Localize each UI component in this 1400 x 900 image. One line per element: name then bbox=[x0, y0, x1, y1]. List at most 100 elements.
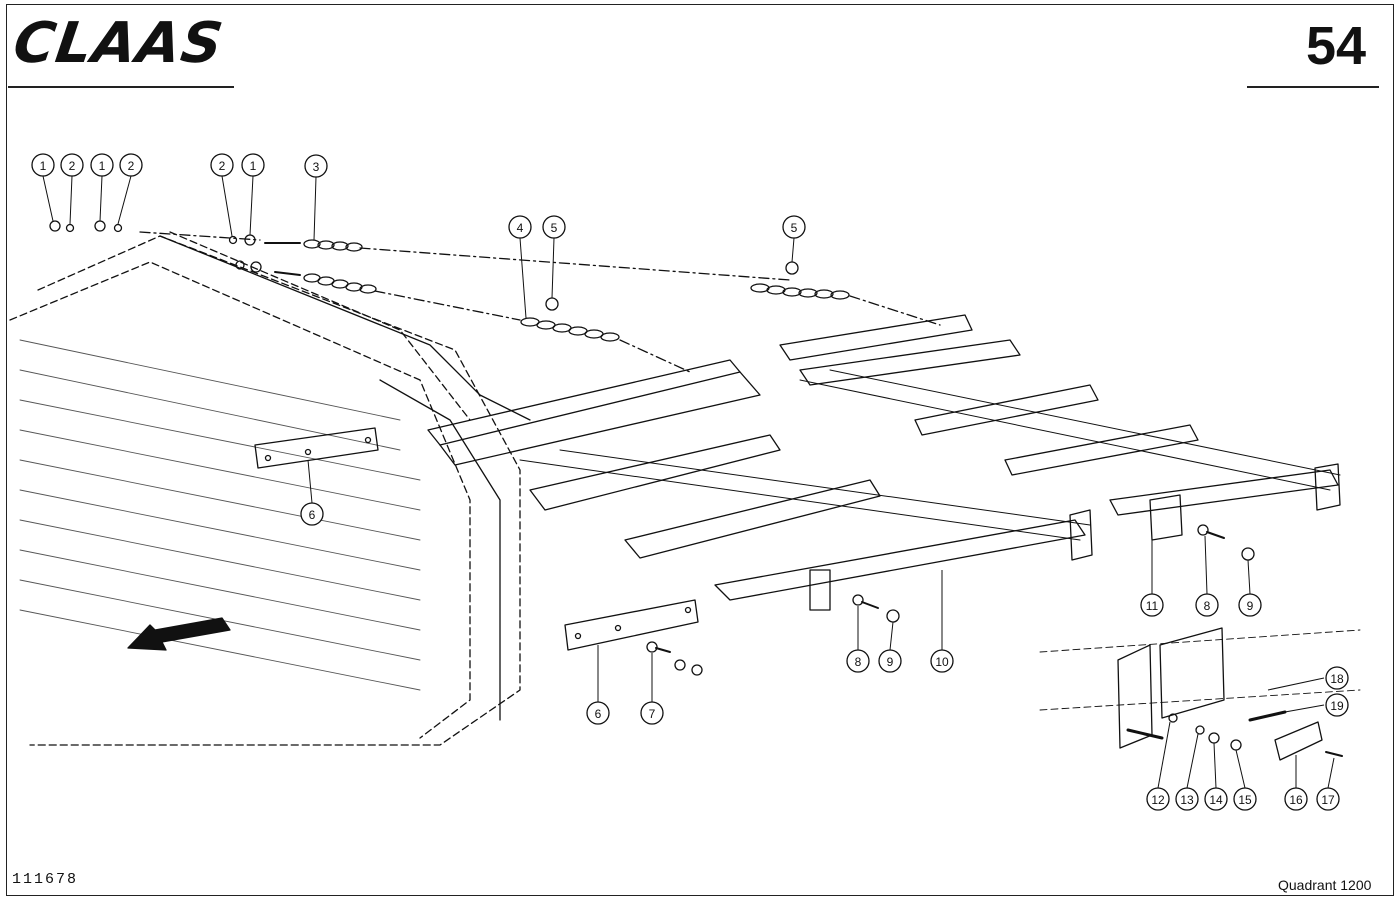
part-callout-10: 10 bbox=[930, 649, 954, 673]
callout-circle bbox=[782, 215, 806, 239]
part-callout-11: 11 bbox=[1140, 593, 1164, 617]
part-callout-14: 14 bbox=[1204, 787, 1228, 811]
part-callout-1: 1 bbox=[241, 153, 265, 177]
callout-number: 1 bbox=[99, 159, 106, 173]
latch-detail bbox=[1039, 627, 1361, 761]
part-callout-4: 4 bbox=[508, 215, 532, 239]
callout-number: 3 bbox=[313, 160, 320, 174]
callout-circle bbox=[60, 153, 84, 177]
callout-circle bbox=[241, 153, 265, 177]
callout-number: 12 bbox=[1151, 793, 1165, 807]
callout-circle bbox=[878, 649, 902, 673]
callout-circle bbox=[640, 701, 664, 725]
callout-number: 13 bbox=[1180, 793, 1194, 807]
platform-left bbox=[427, 359, 1093, 611]
page-number: 54 bbox=[1306, 16, 1367, 76]
direction-arrow bbox=[127, 617, 231, 651]
platform-right bbox=[779, 314, 1341, 541]
callout-number: 6 bbox=[595, 707, 602, 721]
callout-number: 2 bbox=[219, 159, 226, 173]
part-callout-1: 1 bbox=[31, 153, 55, 177]
callout-circle bbox=[586, 701, 610, 725]
callout-circle bbox=[1325, 693, 1349, 717]
callout-circle bbox=[1284, 787, 1308, 811]
callout-number: 1 bbox=[250, 159, 257, 173]
callout-circle bbox=[90, 153, 114, 177]
callout-circle bbox=[1238, 593, 1262, 617]
callout-circle bbox=[304, 154, 328, 178]
callout-number: 7 bbox=[649, 707, 656, 721]
hardware-parts bbox=[49, 220, 1255, 676]
part-callout-5: 5 bbox=[782, 215, 806, 239]
callout-number: 1 bbox=[40, 159, 47, 173]
callout-circle bbox=[542, 215, 566, 239]
bracket-upper bbox=[254, 427, 379, 469]
callout-circle bbox=[1204, 787, 1228, 811]
callout-number: 10 bbox=[935, 655, 949, 669]
page-border bbox=[6, 4, 1394, 896]
callout-number: 18 bbox=[1330, 672, 1344, 686]
callout-number: 4 bbox=[517, 221, 524, 235]
machine-body-outline bbox=[9, 231, 521, 746]
part-callout-2: 2 bbox=[119, 153, 143, 177]
part-callout-15: 15 bbox=[1233, 787, 1257, 811]
part-callout-17: 17 bbox=[1316, 787, 1340, 811]
callout-number: 6 bbox=[309, 508, 316, 522]
callout-number: 17 bbox=[1321, 793, 1335, 807]
callout-circle bbox=[1175, 787, 1199, 811]
callout-circle bbox=[1146, 787, 1170, 811]
callout-number: 9 bbox=[887, 655, 894, 669]
part-callout-8: 8 bbox=[1195, 593, 1219, 617]
callout-number: 15 bbox=[1238, 793, 1252, 807]
callout-circle bbox=[300, 502, 324, 526]
connection-leader bbox=[139, 231, 261, 241]
part-callout-12: 12 bbox=[1146, 787, 1170, 811]
callout-number: 11 bbox=[1146, 599, 1159, 613]
chain-upper bbox=[264, 239, 941, 326]
callout-circle bbox=[31, 153, 55, 177]
part-callout-16: 16 bbox=[1284, 787, 1308, 811]
chain-lower bbox=[274, 271, 691, 373]
callout-number: 5 bbox=[551, 221, 558, 235]
callout-circle bbox=[508, 215, 532, 239]
diagram-id: 111678 bbox=[12, 871, 79, 888]
callout-number: 14 bbox=[1209, 793, 1223, 807]
machine-slats bbox=[19, 339, 421, 691]
machine-frame-beam bbox=[159, 235, 531, 721]
callout-number: 19 bbox=[1330, 699, 1344, 713]
header-rule-right bbox=[1247, 86, 1379, 88]
callout-circle bbox=[210, 153, 234, 177]
part-callout-9: 9 bbox=[1238, 593, 1262, 617]
callout-number: 2 bbox=[128, 159, 135, 173]
callout-leaders bbox=[42, 175, 1335, 789]
part-callout-2: 2 bbox=[210, 153, 234, 177]
callout-circle bbox=[1233, 787, 1257, 811]
header-rule-left bbox=[8, 86, 234, 88]
bracket-lower bbox=[564, 599, 699, 651]
part-callout-2: 2 bbox=[60, 153, 84, 177]
part-callout-18: 18 bbox=[1325, 666, 1349, 690]
part-callout-1: 1 bbox=[90, 153, 114, 177]
callout-number: 16 bbox=[1289, 793, 1303, 807]
part-callout-6: 6 bbox=[300, 502, 324, 526]
part-callout-9: 9 bbox=[878, 649, 902, 673]
part-callout-13: 13 bbox=[1175, 787, 1199, 811]
callout-circle bbox=[1140, 593, 1164, 617]
part-callout-7: 7 bbox=[640, 701, 664, 725]
callout-circle bbox=[1316, 787, 1340, 811]
callout-circle bbox=[1325, 666, 1349, 690]
part-callout-3: 3 bbox=[304, 154, 328, 178]
callout-number: 5 bbox=[791, 221, 798, 235]
callout-circle bbox=[930, 649, 954, 673]
part-callout-8: 8 bbox=[846, 649, 870, 673]
callout-number: 8 bbox=[1204, 599, 1211, 613]
part-callout-6: 6 bbox=[586, 701, 610, 725]
callout-number: 8 bbox=[855, 655, 862, 669]
part-callout-5: 5 bbox=[542, 215, 566, 239]
callout-circle bbox=[119, 153, 143, 177]
callout-number: 9 bbox=[1247, 599, 1254, 613]
model-name: Quadrant 1200 bbox=[1278, 877, 1372, 893]
